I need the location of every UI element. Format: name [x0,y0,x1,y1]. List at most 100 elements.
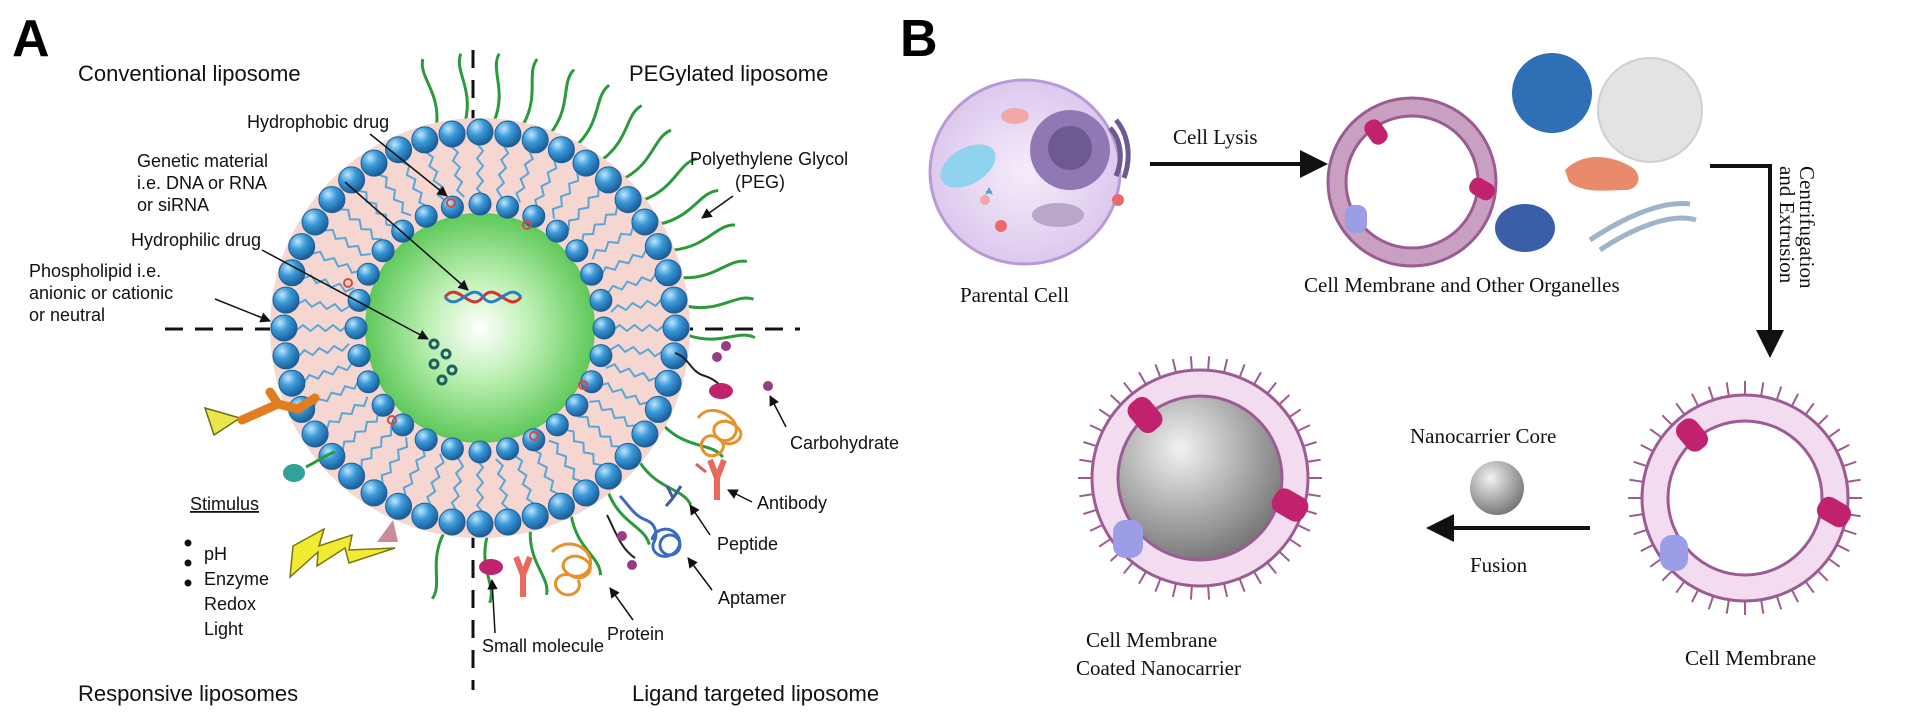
lipid-head [614,442,642,470]
membrane-spike [1138,571,1147,585]
membrane-spike [1138,371,1147,385]
membrane-spike [1790,589,1799,603]
membrane-spike [1775,595,1783,610]
lipid-tail [449,136,465,198]
lipid-head [414,204,438,228]
label-coated-2: Coated Nanocarrier [1076,656,1241,680]
lipid-tail [397,446,426,503]
label-antibody: Antibody [757,493,827,513]
lipid-head [572,149,600,177]
peg-chain [483,535,493,604]
lipid-head [440,437,464,461]
label-peptide: Peptide [717,534,778,554]
membrane-spike [1661,414,1673,426]
membrane-spike [1207,585,1211,600]
lipid-head [545,219,569,243]
peg-chain [493,52,501,122]
peg-chain [672,223,736,252]
arrow-cell-lysis [1300,150,1328,178]
lipid-head [356,370,380,394]
peg-chain [681,259,748,280]
lipid-head [644,233,672,261]
membrane-spike [1661,570,1673,582]
membrane-spike [1288,408,1302,419]
label-cell-lysis: Cell Lysis [1173,125,1258,149]
lipid-head [466,510,494,538]
lipid-tail [335,199,383,241]
membrane-spike [1296,523,1311,532]
membrane-spike [1827,557,1841,568]
lipid-head [660,286,688,314]
membrane-spike [1302,441,1317,448]
lipid-tail [600,247,657,277]
membrane-spike [1640,444,1654,453]
membrane-spike [1306,493,1321,498]
lipid-tail [591,224,644,260]
lipid-head [496,195,520,219]
lipid-head [644,395,672,423]
peg-chain [430,532,446,600]
membrane-spike [1827,428,1841,439]
lipid-head [385,492,413,520]
lipid-tail [351,425,393,473]
membrane-spike [1253,371,1262,385]
mauve-ligand [377,520,398,542]
label-hydrophilic-drug: Hydrophilic drug [131,230,261,250]
lipid-head [301,208,329,236]
membrane-spike [1154,364,1162,378]
lipid-head [614,186,642,214]
lipid-tail [495,137,511,199]
label-nanocarrier-core: Nanocarrier Core [1410,424,1556,448]
lipid-head [572,479,600,507]
membrane-spike [1171,358,1177,373]
membrane-spike [1836,543,1850,552]
lipid-head [356,262,380,286]
membrane-spike [1633,528,1648,536]
aqueous-core [365,213,595,443]
peg-chain [528,529,549,596]
label-cell-membrane: Cell Membrane [1685,646,1816,670]
membrane-spike [1760,599,1765,614]
membrane-spike [1266,561,1277,575]
lipid-heads [270,118,690,538]
lipid-tail [606,271,666,295]
label-parental-cell: Parental Cell [960,283,1069,307]
lipid-head [272,342,300,370]
membrane-spike [1817,570,1829,582]
lipid-head [466,118,494,146]
membrane-spike [1842,460,1857,468]
lipid-head [371,239,395,263]
lipid-head [385,136,413,164]
lipid-head [438,508,466,536]
label-centrifugation-2: and Extrusion [1775,166,1799,284]
membrane-spike [1238,364,1246,378]
lipid-tail [422,453,445,513]
lipid-tail [295,270,355,293]
label-coated-1: Cell Membrane [1086,628,1217,652]
peg-chain [521,58,539,126]
peg-chain [601,104,643,161]
lipid-head [660,342,688,370]
lipid-head [278,369,306,397]
lipid-tail [564,428,605,476]
lipid-tail [449,457,465,519]
membrane-spike [1629,478,1644,483]
membrane-spike [1123,561,1134,575]
lipid-head [496,437,520,461]
membrane-spike [1775,386,1783,401]
lipid-head [318,442,346,470]
membrane-spike [1817,414,1829,426]
lipid-head [589,288,613,312]
teal-ligand [283,464,305,482]
lipid-head [580,262,604,286]
membrane-spike [1760,382,1765,397]
membrane-spike [1306,458,1321,463]
membrane-spike [1207,356,1211,371]
membrane-spike [1278,550,1291,562]
label-protein: Protein [607,624,664,644]
lipid-tail [355,180,396,228]
lipid-tail [580,203,628,244]
nanocarrier-core-sphere [1470,461,1524,515]
lipid-tail [548,439,584,492]
lipid-head [592,316,616,340]
